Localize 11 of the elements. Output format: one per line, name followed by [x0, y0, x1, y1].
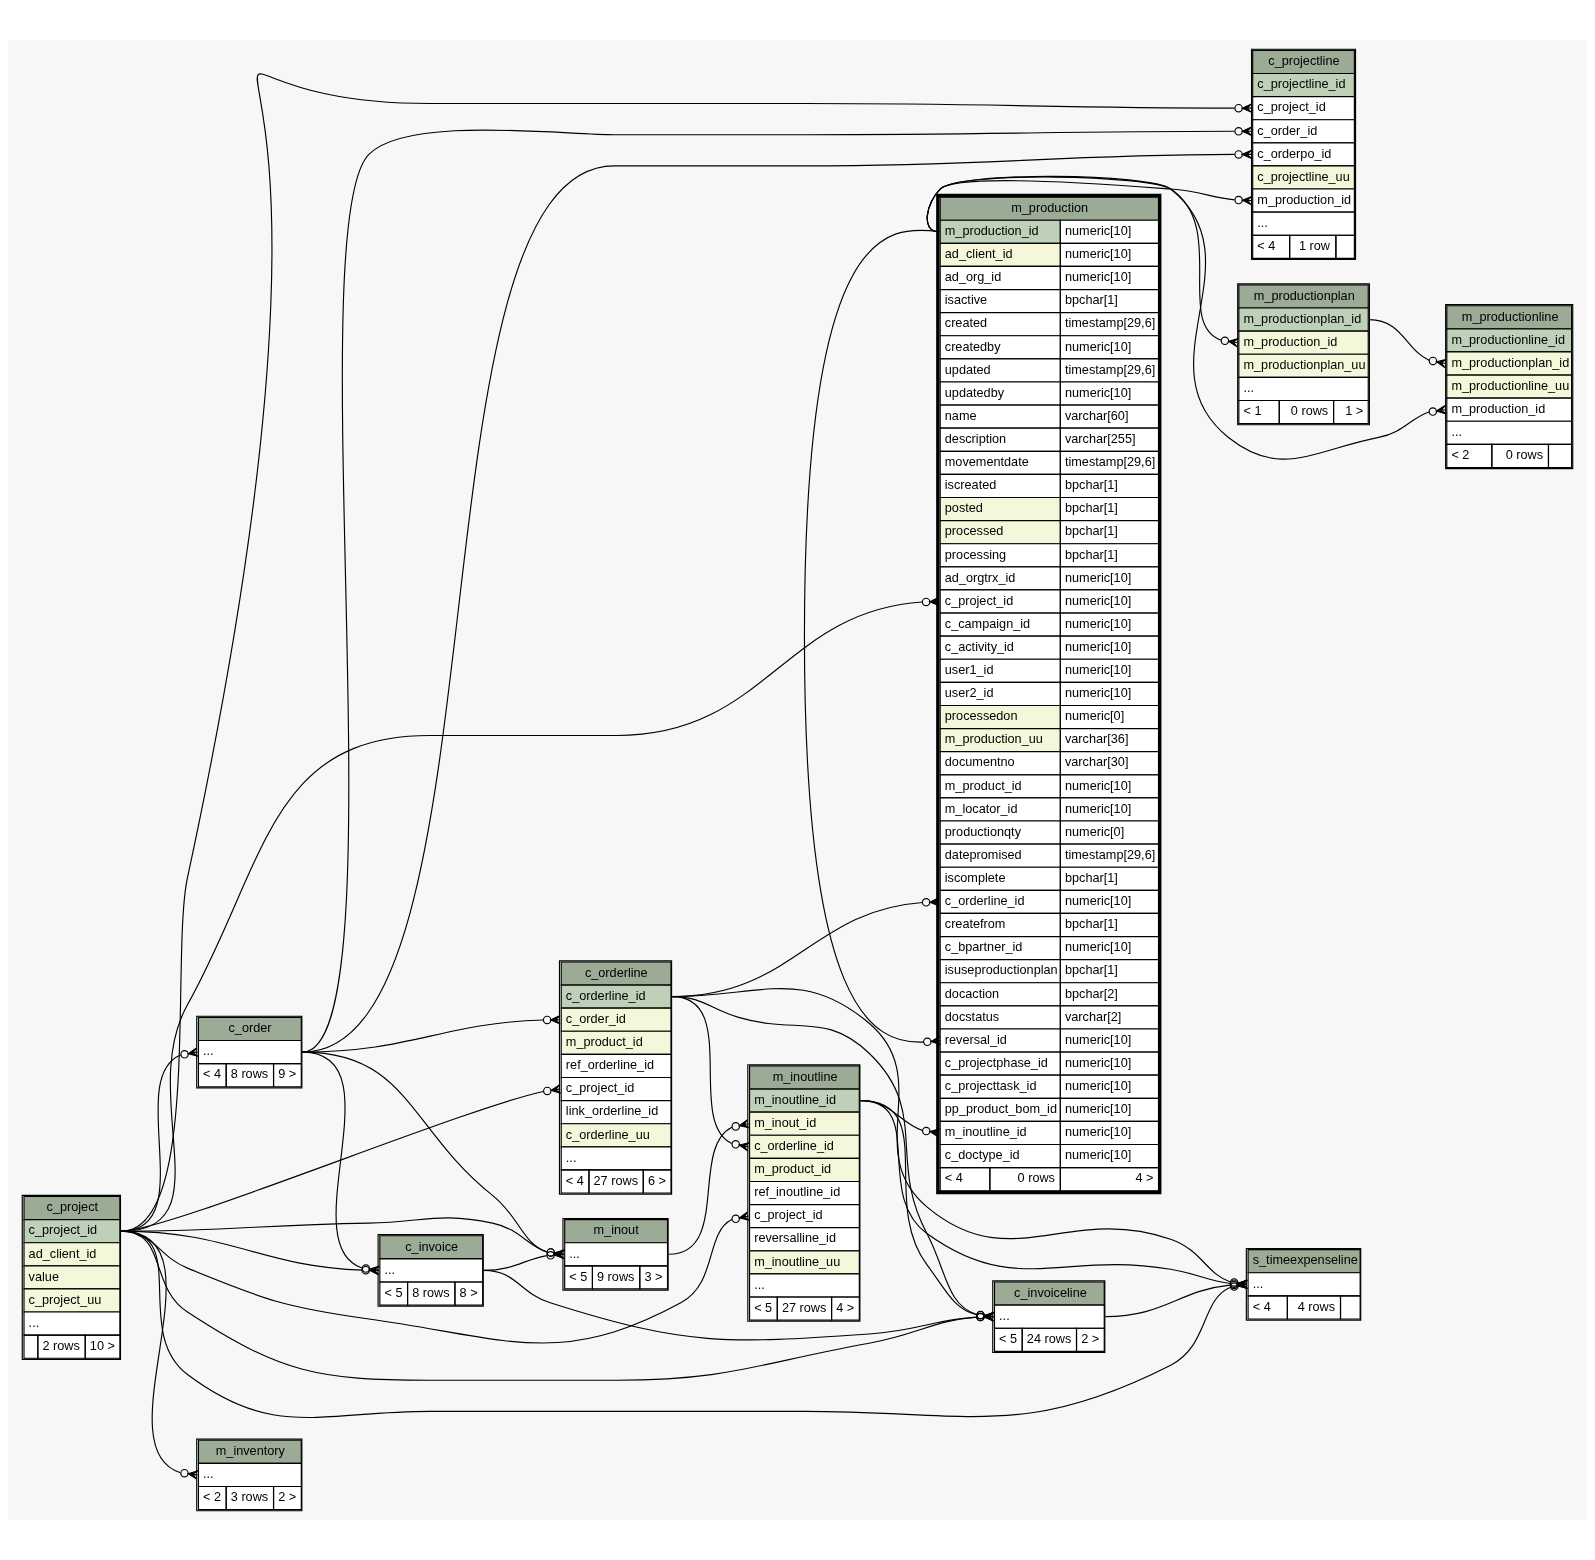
connector	[301, 1015, 561, 1053]
connector	[120, 596, 940, 1232]
connector	[803, 229, 942, 1047]
connector	[1368, 319, 1448, 369]
connector	[120, 73, 1253, 1232]
connector	[301, 1051, 380, 1276]
connector	[668, 1119, 750, 1255]
connector	[671, 988, 1249, 1289]
connector	[483, 1269, 995, 1341]
connector	[926, 175, 1447, 460]
connector	[1104, 1279, 1248, 1318]
